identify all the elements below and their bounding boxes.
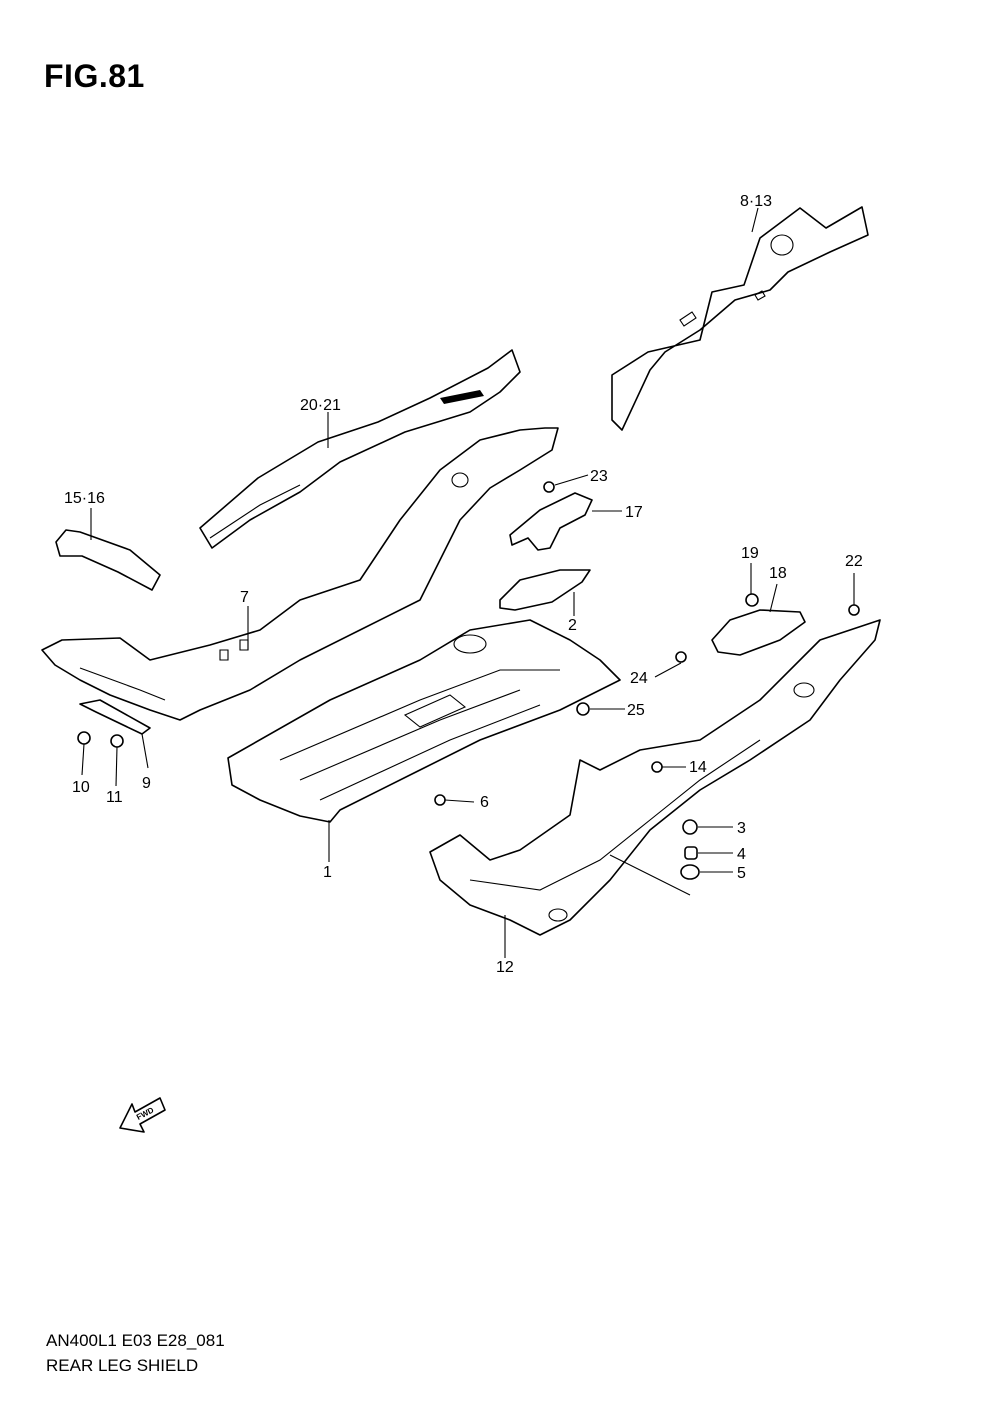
callout-22: 22 xyxy=(845,553,863,570)
diagram-code: AN400L1 E03 E28_081 xyxy=(46,1331,225,1350)
callout-20-21: 20·21 xyxy=(300,397,341,414)
callout-9: 9 xyxy=(142,775,151,792)
callout-24: 24 xyxy=(630,670,648,687)
callout-2: 2 xyxy=(568,617,577,634)
part-23-screw-icon xyxy=(543,481,555,493)
part-17-bracket xyxy=(509,492,593,551)
part-14-screw-icon xyxy=(651,761,663,773)
callout-labels: 8·13 20·21 15·16 7 9 10 11 1 6 12 2 17 2… xyxy=(64,193,863,976)
callout-5: 5 xyxy=(737,865,746,882)
part-10-clip-icon xyxy=(77,731,91,745)
part-6-screw-icon xyxy=(434,794,446,806)
callout-11: 11 xyxy=(106,789,123,806)
part-12-lower-frame xyxy=(429,619,881,936)
part-18-bracket xyxy=(711,609,806,656)
part-8-13-panel xyxy=(611,206,869,431)
part-9-strip xyxy=(79,699,151,735)
part-20-21-trim xyxy=(199,349,521,549)
part-2-pad xyxy=(499,569,591,611)
callout-17: 17 xyxy=(625,504,643,521)
callout-10: 10 xyxy=(72,779,90,796)
part-4-collar-icon xyxy=(684,846,698,860)
part-19-screw-icon xyxy=(745,593,759,607)
callout-19: 19 xyxy=(741,545,759,562)
callout-23: 23 xyxy=(590,468,608,485)
part-11-clip-icon xyxy=(110,734,124,748)
part-22-clip-icon xyxy=(848,604,860,616)
fasteners xyxy=(77,481,860,880)
callout-3: 3 xyxy=(737,820,746,837)
part-3-bolt-icon xyxy=(682,819,698,835)
part-25-screw-icon xyxy=(576,702,590,716)
callout-15-16: 15·16 xyxy=(64,490,105,507)
callout-7: 7 xyxy=(240,589,249,606)
callout-12: 12 xyxy=(496,959,514,976)
callout-14: 14 xyxy=(689,759,707,776)
callout-25: 25 xyxy=(627,702,645,719)
leader-lines xyxy=(81,207,855,958)
callout-1: 1 xyxy=(323,864,332,881)
diagram-name: REAR LEG SHIELD xyxy=(46,1356,199,1375)
figure-title: FIG.81 xyxy=(44,58,145,94)
callout-6: 6 xyxy=(480,794,489,811)
callout-18: 18 xyxy=(769,565,787,582)
callout-4: 4 xyxy=(737,846,746,863)
part-5-grommet-icon xyxy=(680,864,700,880)
callout-8-13: 8·13 xyxy=(740,193,772,210)
part-15-16-trim xyxy=(55,529,161,591)
part-1-floor-tray xyxy=(227,619,621,823)
part-24-clip-icon xyxy=(675,651,687,663)
fwd-arrow-icon: FWD xyxy=(119,1097,166,1133)
